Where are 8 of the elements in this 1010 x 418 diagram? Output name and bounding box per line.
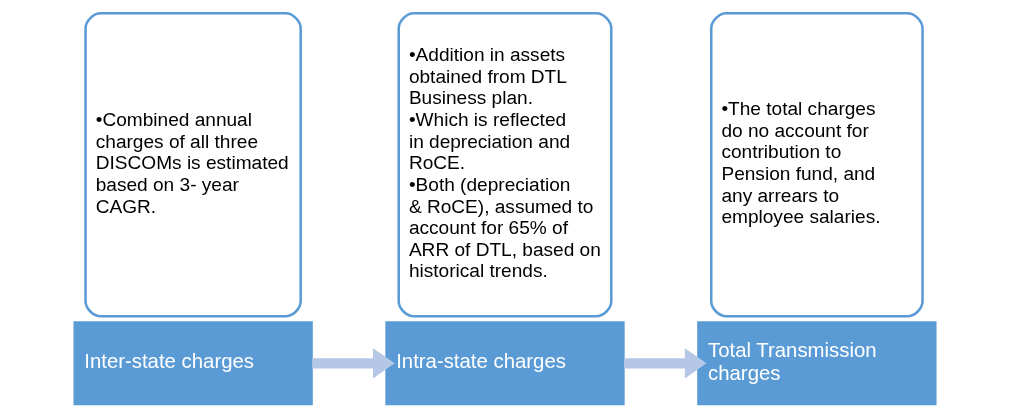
node-box: •The total charges do no account for contribution to Pension fund, and any arrears to employee salaries.: [709, 12, 924, 318]
arrow: [312, 348, 395, 379]
node-box: •Addition in assets obtained from DTL Business plan. •Which is reflected in depreciation and RoCE. •Both (depreciation & RoCE), assumed to account for 65% of ARR of DTL, based on historical trends.: [397, 12, 613, 318]
node-box: Intra-state charges: [385, 321, 625, 406]
node-box: Total Transmission charges: [697, 321, 937, 406]
node-box: •Combined annual charges of all three DISCOMs is estimated based on 3- year CAGR.: [84, 12, 302, 318]
arrow: [624, 348, 707, 379]
node-box: Inter-state charges: [73, 321, 313, 406]
